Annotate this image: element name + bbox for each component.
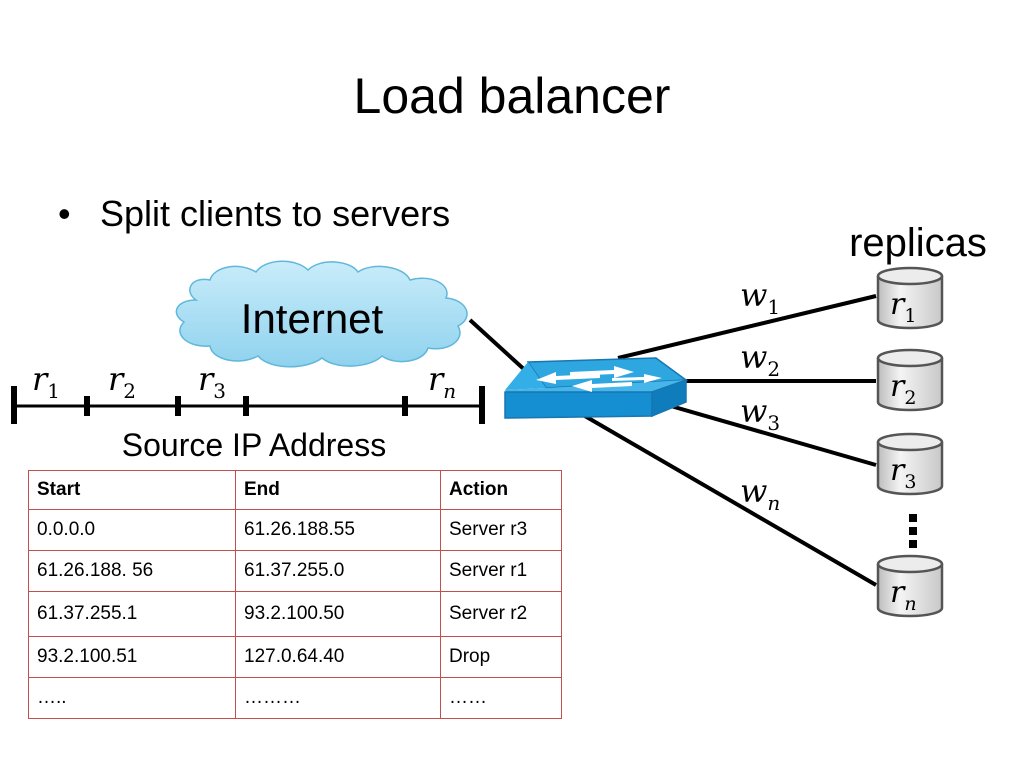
cell-start: 61.37.255.1 xyxy=(28,591,236,637)
replica-rn: rn xyxy=(876,554,944,618)
table-row: ….. ……… …… xyxy=(28,677,562,719)
axis-label: Source IP Address xyxy=(122,427,386,463)
range-label-r3: r3 xyxy=(198,360,226,403)
link-internet-switch xyxy=(468,318,529,374)
range-label-r1: r1 xyxy=(32,360,60,403)
replica-r3: r3 xyxy=(876,432,944,496)
cell-end: 61.26.188.55 xyxy=(235,509,441,551)
cell-action: Server r2 xyxy=(440,591,562,637)
link-wn xyxy=(576,410,878,587)
cloud-label: Internet xyxy=(241,295,384,342)
cell-start: 0.0.0.0 xyxy=(28,509,236,551)
cell-start: ….. xyxy=(28,677,236,719)
cell-start: 61.26.188. 56 xyxy=(28,550,236,592)
replica-label: r3 xyxy=(890,453,916,493)
replica-r2: r2 xyxy=(876,348,944,412)
cell-end: 93.2.100.50 xyxy=(235,591,441,637)
replicas-label: replicas xyxy=(849,221,987,265)
slide-title: Load balancer xyxy=(353,68,671,124)
range-label-rn: rn xyxy=(428,360,456,403)
link-w3 xyxy=(649,398,877,467)
range-label-r2: r2 xyxy=(108,360,136,403)
cell-end: 127.0.64.40 xyxy=(235,636,441,678)
table-row: 93.2.100.51 127.0.64.40 Drop xyxy=(28,636,562,678)
weight-labels: w1 w2 w3 wn xyxy=(740,276,780,515)
table-row: 61.26.188. 56 61.37.255.0 Server r1 xyxy=(28,550,562,592)
ellipsis-dots xyxy=(909,514,917,548)
col-header-end: End xyxy=(235,470,441,510)
internet-cloud: Internet xyxy=(175,260,468,368)
switch-icon xyxy=(504,357,689,419)
weight-w2: w2 xyxy=(740,338,780,381)
replica-label: rn xyxy=(890,575,917,615)
cell-action: …… xyxy=(440,677,562,719)
bullet-text: Split clients to servers xyxy=(100,193,451,234)
range-labels: r1 r2 r3 rn xyxy=(32,360,456,403)
cell-action: Server r3 xyxy=(440,509,562,551)
cell-action: Drop xyxy=(440,636,562,678)
weight-w3: w3 xyxy=(740,392,780,435)
table-row: 0.0.0.0 61.26.188.55 Server r3 xyxy=(28,509,562,551)
cell-action: Server r1 xyxy=(440,550,562,592)
cell-end: 61.37.255.0 xyxy=(235,550,441,592)
bullet-item: • Split clients to servers xyxy=(58,190,450,238)
replica-label: r2 xyxy=(890,369,916,409)
ip-axis xyxy=(11,386,485,424)
col-header-start: Start xyxy=(28,470,236,510)
links xyxy=(468,294,878,587)
replica-r1: r1 xyxy=(876,266,944,330)
table-header-row: Start End Action xyxy=(28,470,562,510)
weight-wn: wn xyxy=(740,472,780,515)
cell-start: 93.2.100.51 xyxy=(28,636,236,678)
replica-label: r1 xyxy=(890,287,916,327)
ip-rules-table: Start End Action 0.0.0.0 61.26.188.55 Se… xyxy=(28,470,562,719)
link-w1 xyxy=(617,294,877,360)
table-row: 61.37.255.1 93.2.100.50 Server r2 xyxy=(28,591,562,637)
weight-w1: w1 xyxy=(740,276,780,319)
col-header-action: Action xyxy=(440,470,562,510)
bullet-marker: • xyxy=(58,193,71,234)
cell-end: ……… xyxy=(235,677,441,719)
